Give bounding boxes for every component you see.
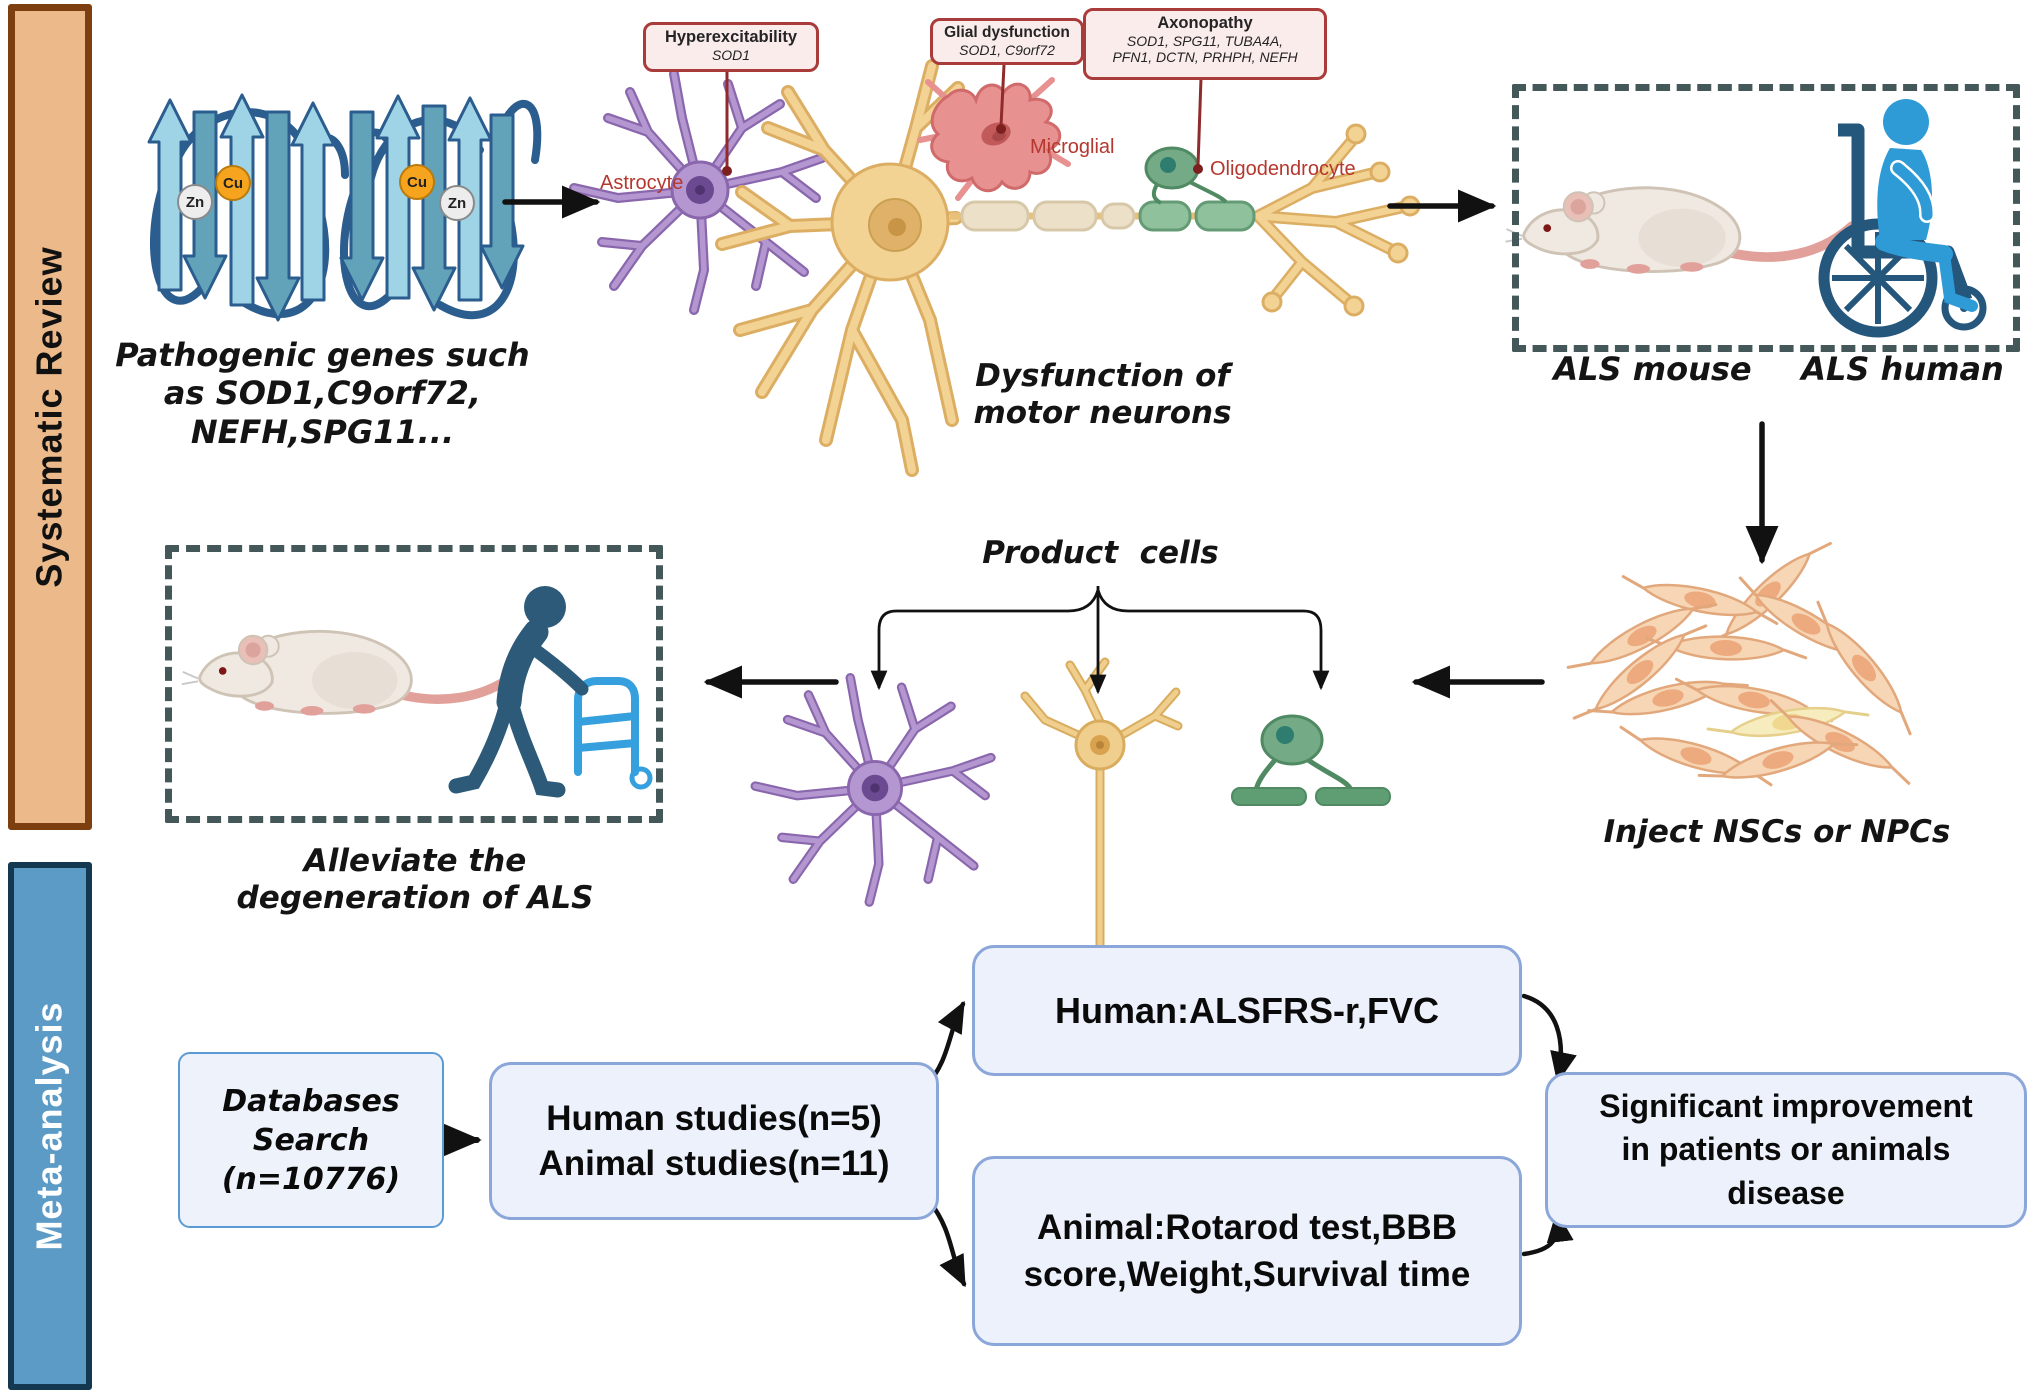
myelin-sheath <box>960 200 1256 232</box>
label-astrocyte: Astrocyte <box>600 172 684 194</box>
product-cells-caption: Product cells <box>982 535 1219 571</box>
sidebar-meta-analysis: Meta-analysis <box>8 862 92 1390</box>
gene-label-connectors <box>725 64 1203 168</box>
label-axonopathy-title: Axonopathy <box>1157 14 1253 32</box>
label-hyperexcitability-title: Hyperexcitability <box>664 28 798 46</box>
als-models-dashed-box <box>1512 84 2020 352</box>
alleviate-dashed-box <box>165 545 663 823</box>
alleviate-caption: Alleviate the degeneration of ALS <box>236 843 594 917</box>
product-astrocyte-cell <box>755 678 991 902</box>
product-cells-bracket <box>870 586 1330 695</box>
flowbox-result: Significant improvement in patients or a… <box>1545 1072 2027 1228</box>
flowbox-human-outcomes: Human:ALSFRS-r,FVC <box>972 945 1522 1076</box>
label-glial-dysfunction-genes: SOD1, C9orf72 <box>959 41 1055 58</box>
zn-badge: Zn <box>177 184 213 220</box>
axon-terminals <box>1252 123 1421 317</box>
connector-dots <box>722 124 1203 176</box>
flowbox-animal-outcomes: Animal:Rotarod test,BBB score,Weight,Sur… <box>972 1156 1522 1346</box>
als-human-caption: ALS human <box>1801 350 2004 388</box>
flowbox-databases-search: Databases Search (n=10776) <box>178 1052 444 1228</box>
zn-badge: Zn <box>439 185 475 221</box>
label-hyperexcitability: Hyperexcitability SOD1 <box>643 22 819 72</box>
inject-nsc-caption: Inject NSCs or NPCs <box>1603 814 1951 850</box>
flowbox-included-studies: Human studies(n=5) Animal studies(n=11) <box>489 1062 939 1220</box>
pathogenic-genes-caption: Pathogenic genes such as SOD1,C9orf72, N… <box>115 336 530 451</box>
dysfunction-caption: Dysfunction of motor neurons <box>973 358 1232 432</box>
sidebar-systematic-review-label: Systematic Review <box>29 246 70 588</box>
label-axonopathy-genes: SOD1, SPG11, TUBA4A, PFN1, DCTN, PRHPH, … <box>1112 32 1298 66</box>
nsc-cell-cluster <box>1564 528 1926 795</box>
label-hyperexcitability-genes: SOD1 <box>711 46 751 63</box>
sidebar-meta-analysis-label: Meta-analysis <box>29 1001 71 1251</box>
label-axonopathy: Axonopathy SOD1, SPG11, TUBA4A, PFN1, DC… <box>1083 8 1327 80</box>
cu-badge: Cu <box>399 164 435 200</box>
cu-badge: Cu <box>215 165 251 201</box>
als-mouse-caption: ALS mouse <box>1553 350 1752 388</box>
label-oligodendrocyte: Oligodendrocyte <box>1210 158 1356 180</box>
product-oligodendrocyte-cell <box>1231 714 1391 806</box>
label-microglial: Microglial <box>1030 136 1115 158</box>
sidebar-systematic-review: Systematic Review <box>8 4 92 830</box>
label-glial-dysfunction-title: Glial dysfunction <box>944 24 1070 41</box>
label-glial-dysfunction: Glial dysfunction SOD1, C9orf72 <box>930 18 1084 65</box>
